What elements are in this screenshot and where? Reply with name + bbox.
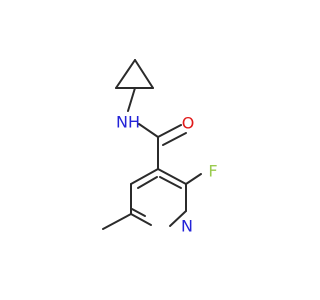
- structure-canvas: NH O F N: [102, 59, 218, 236]
- fluorine-label: F: [208, 162, 217, 181]
- atom-label-layer: NH O F N: [116, 113, 218, 236]
- oxygen-label: O: [182, 114, 195, 133]
- molecule-diagram: NH O F N: [102, 59, 218, 236]
- carbonyl-double-bond-a: [157, 124, 182, 138]
- pyridine-bond: [157, 168, 187, 185]
- cyclopropyl-to-nh-bond: [127, 87, 136, 112]
- pyridine-bond: [130, 213, 152, 226]
- pyridine-bond: [130, 168, 159, 185]
- nitrogen-label: N: [181, 217, 193, 236]
- nh-to-carbonyl-bond: [138, 123, 159, 138]
- cyclopropyl-bond: [115, 59, 136, 89]
- carbonyl-double-bond-b: [162, 132, 187, 146]
- cyclopropyl-bond: [134, 59, 154, 89]
- pyridine-bond: [159, 176, 182, 189]
- fluoro-bond: [185, 173, 202, 185]
- methyl-bond: [102, 213, 132, 230]
- pyridine-bond: [137, 176, 158, 189]
- nh-label: NH: [116, 113, 140, 132]
- pyridine-bond: [169, 210, 187, 227]
- pyridine-bond: [131, 208, 146, 217]
- bond-layer: [102, 59, 202, 230]
